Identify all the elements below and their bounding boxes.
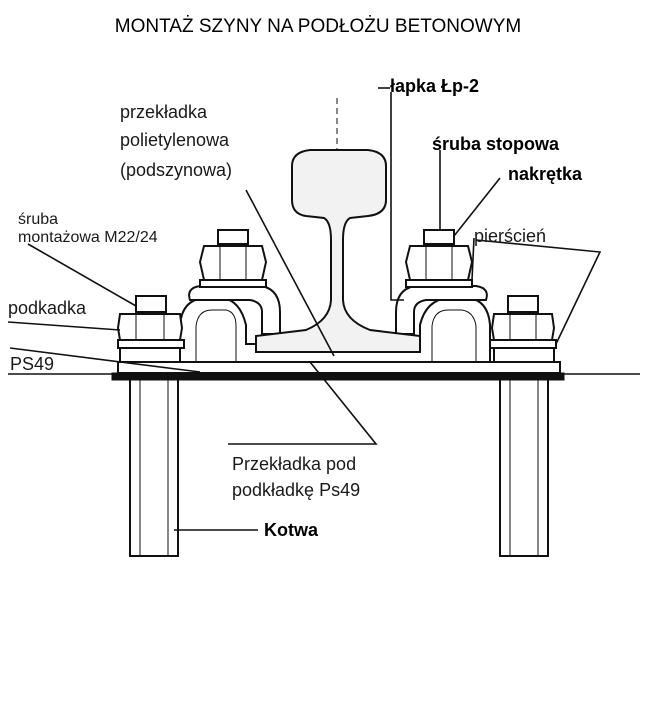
label-pierscien: pierścień [474,226,546,246]
mounting-bolt-left-assembly [116,295,185,363]
label-sruba-stopowa: śruba stopowa [432,134,560,154]
label-przekladka-pod-line2: podkładkę Ps49 [232,480,360,500]
label-lapka: łapka Łp-2 [390,76,479,96]
label-sruba-montazowa-line1: śruba [18,211,58,228]
under-plate-pad [117,361,561,374]
label-przekladka-line2: polietylenowa [120,130,230,150]
foot-bolt-right-assembly [404,229,474,288]
mounting-bolt-right-assembly [489,295,557,363]
anchor-bolt-right [499,377,549,557]
label-kotwa: Kotwa [264,520,319,540]
label-ps49: PS49 [10,354,54,374]
label-przekladka-pod-line1: Przekładka pod [232,454,356,474]
label-nakretka: nakrętka [508,164,583,184]
diagram-title: MONTAŻ SZYNY NA PODŁOŻU BETONOWYM [115,16,521,37]
label-przekladka-line1: przekładka [120,102,208,122]
foot-bolt-left-assembly [198,229,268,288]
anchor-bolt-left [129,377,179,557]
rail [255,149,421,353]
rail-clip-left [188,285,281,335]
label-podkadka: podkadka [8,298,87,318]
label-sruba-montazowa-line2: montażowa M22/24 [18,229,158,246]
leader-lines [7,87,602,531]
label-przekladka-line3: (podszynowa) [120,160,232,180]
